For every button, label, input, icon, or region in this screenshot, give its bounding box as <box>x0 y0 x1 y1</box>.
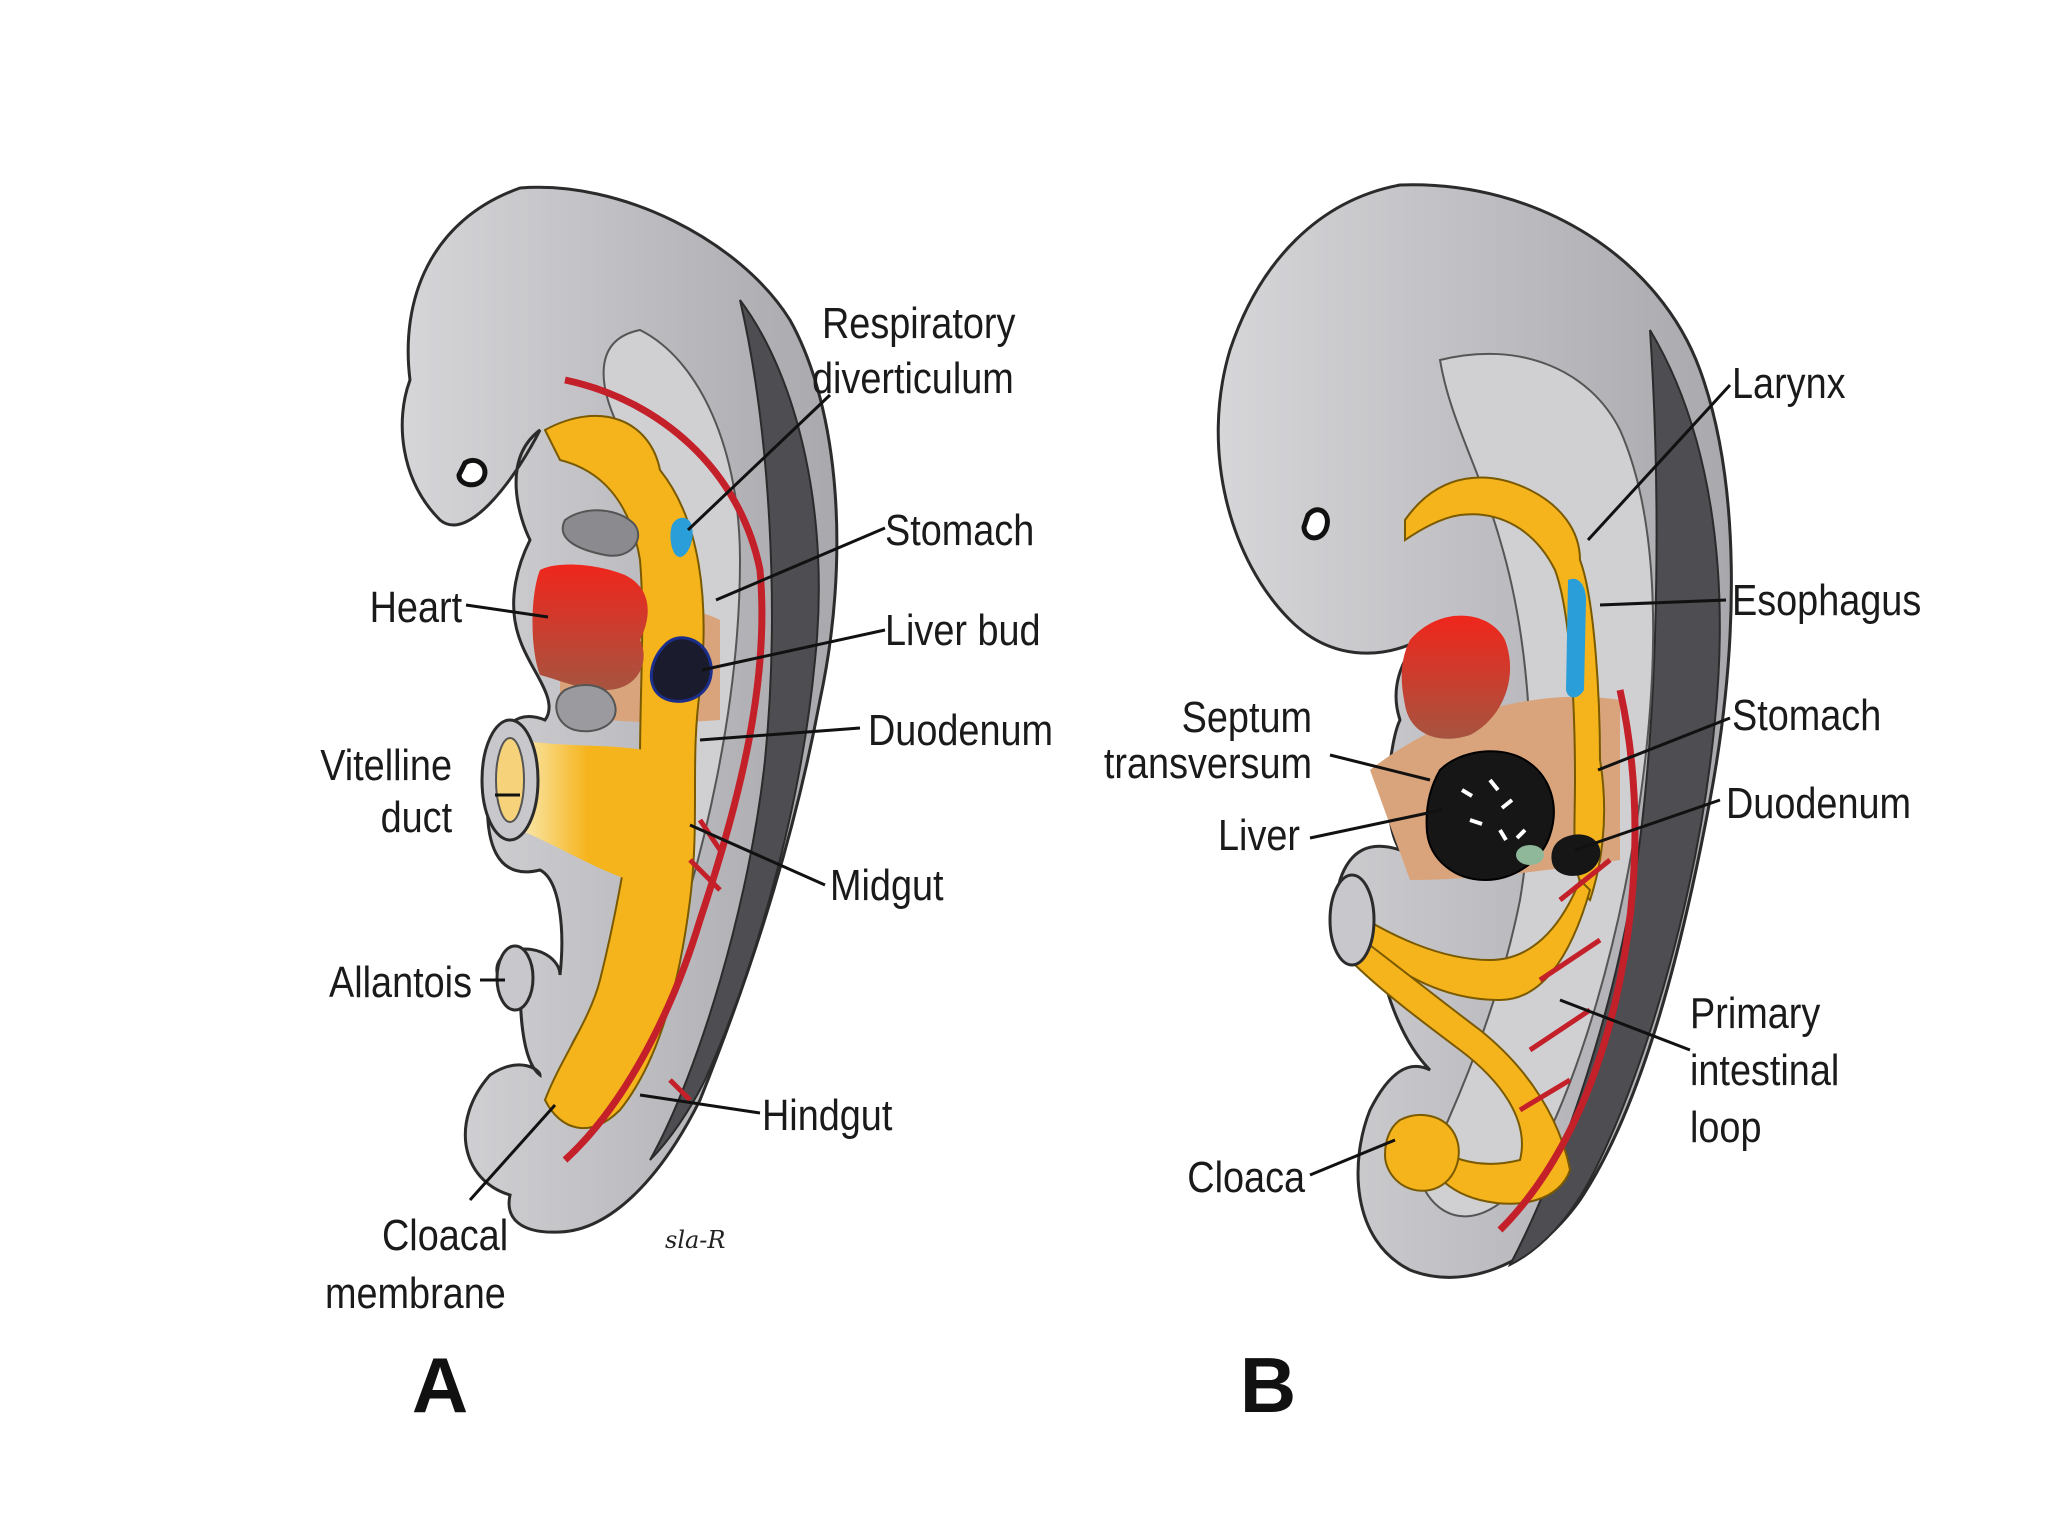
panel-a-pericardial-blob-2 <box>555 684 617 733</box>
panel-a-liver-bud <box>649 636 713 703</box>
label-primary-line2: intestinal <box>1690 1045 1839 1094</box>
panel-b-liver-texture <box>1460 778 1527 842</box>
artist-signature: sla-R <box>665 1226 725 1254</box>
label-b-stomach: Stomach <box>1732 690 1881 739</box>
panel-a-dorsal-aorta <box>562 376 766 1163</box>
label-liver-bud: Liver bud <box>885 605 1041 654</box>
panel-a-pericardial-blob-1 <box>561 509 640 557</box>
label-a-stomach: Stomach <box>885 505 1034 554</box>
label-midgut: Midgut <box>830 860 944 909</box>
label-primary-line3: loop <box>1690 1102 1762 1151</box>
panel-b-vitelline-stump <box>1328 873 1376 967</box>
panel-letter-b: B <box>1240 1341 1296 1429</box>
label-heart: Heart <box>370 582 463 631</box>
panel-b-vitelline-arteries <box>1518 858 1612 1113</box>
label-hindgut: Hindgut <box>762 1090 893 1139</box>
panel-b-dorsal-aorta <box>1497 689 1639 1233</box>
label-a-duodenum: Duodenum <box>868 705 1053 754</box>
panel-a-dorsal-band <box>649 299 820 1161</box>
label-cloacal-line2: membrane <box>325 1268 506 1317</box>
panel-b-dorsal-band <box>1507 329 1721 1268</box>
panel-b-cloaca <box>1383 1114 1460 1192</box>
label-cloacal-line1: Cloacal <box>382 1210 508 1259</box>
label-primary-line1: Primary <box>1690 988 1821 1037</box>
panel-b-eye <box>1301 507 1330 541</box>
label-respiratory-line2: diverticulum <box>812 353 1014 402</box>
panel-a-labels: Respiratory diverticulum Stomach Heart L… <box>320 298 1053 1429</box>
label-b-duodenum: Duodenum <box>1726 778 1911 827</box>
panel-b-heart <box>1401 615 1511 739</box>
panel-a-embryo <box>400 185 839 1234</box>
label-liver: Liver <box>1218 810 1300 859</box>
label-septum-line2: transversum <box>1104 738 1312 787</box>
panel-a-heart <box>532 564 648 690</box>
label-esophagus: Esophagus <box>1732 575 1921 624</box>
panel-b-gallbladder <box>1516 845 1544 865</box>
label-septum-line1: Septum <box>1182 692 1312 741</box>
panel-a-vitelline-gut <box>520 740 690 886</box>
label-vitelline-line1: Vitelline <box>320 740 452 789</box>
label-cloaca: Cloaca <box>1187 1152 1305 1201</box>
label-vitelline-line2: duct <box>381 792 453 841</box>
label-respiratory-line1: Respiratory <box>822 298 1016 347</box>
panel-b-airway <box>1566 578 1586 698</box>
panel-a-respiratory-bud <box>670 517 693 557</box>
panel-b-embryo <box>1216 183 1733 1279</box>
panel-b-leaders <box>1309 383 1732 1177</box>
panel-b-labels: Larynx Esophagus Septum transversum Stom… <box>1104 358 1921 1429</box>
panel-a-allantois <box>495 944 535 1012</box>
panel-a-leaders <box>465 393 886 1202</box>
panel-a-vitelline-lumen <box>495 737 525 823</box>
label-larynx: Larynx <box>1732 358 1846 407</box>
panel-a-eye <box>456 457 488 488</box>
panel-letter-a: A <box>412 1341 468 1429</box>
label-allantois: Allantois <box>329 957 472 1006</box>
